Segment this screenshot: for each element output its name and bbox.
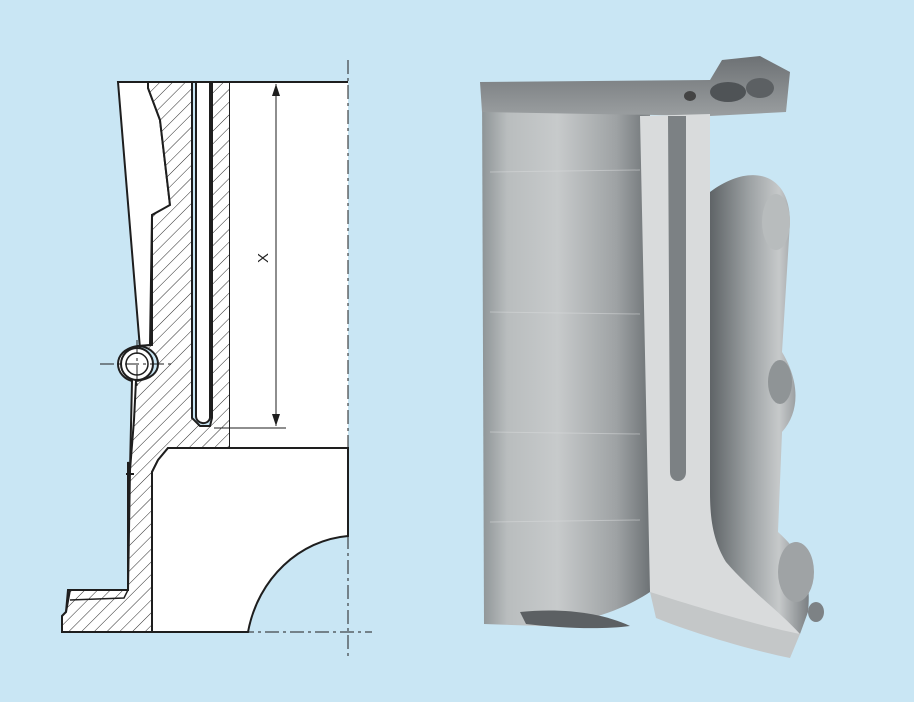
cast-body xyxy=(710,175,809,634)
cooling-slot xyxy=(668,116,686,481)
top-flange xyxy=(480,56,790,116)
bore-surface xyxy=(482,88,650,626)
part-outline xyxy=(61,81,349,633)
dimension-label: X xyxy=(255,253,272,263)
centre-lines xyxy=(100,60,372,658)
dimension-x: X xyxy=(214,81,286,429)
section-drawing: X xyxy=(61,60,372,658)
cutaway-photo xyxy=(480,56,824,658)
